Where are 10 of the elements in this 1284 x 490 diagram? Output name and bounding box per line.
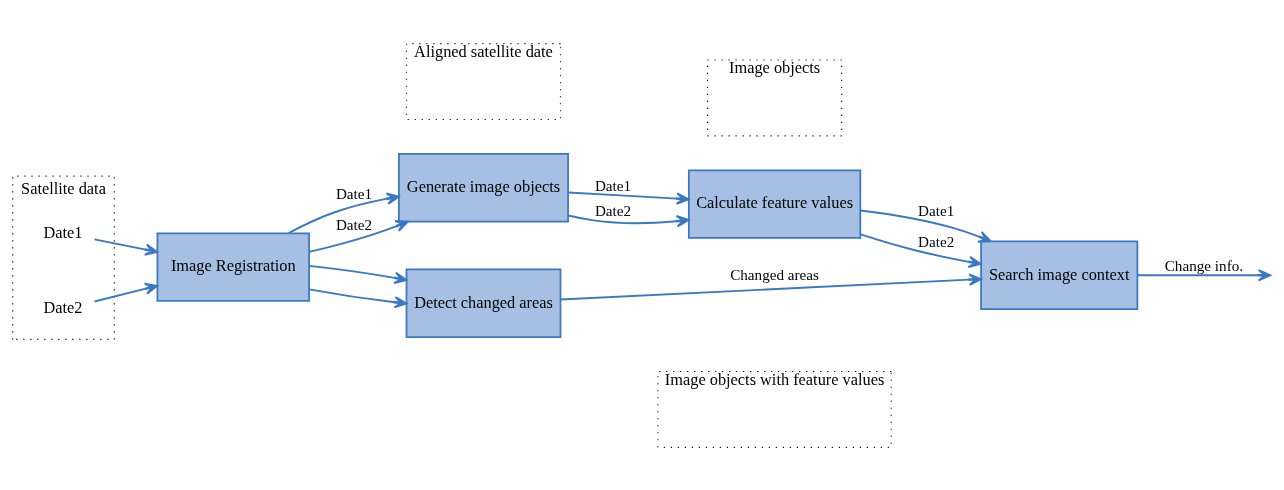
edge-label: Change info. — [1164, 256, 1244, 274]
edge-label: Date1 — [335, 184, 373, 202]
node-text: Date2 — [43, 297, 83, 317]
edge-label: Changed areas — [730, 265, 819, 283]
edge-label: Date2 — [594, 201, 632, 219]
edge-label: Date2 — [918, 232, 955, 250]
node-text: Date1 — [43, 222, 83, 242]
edge-label: Date1 — [594, 176, 632, 194]
edge-label: Date1 — [918, 201, 955, 219]
edge-label: Date2 — [335, 215, 373, 233]
